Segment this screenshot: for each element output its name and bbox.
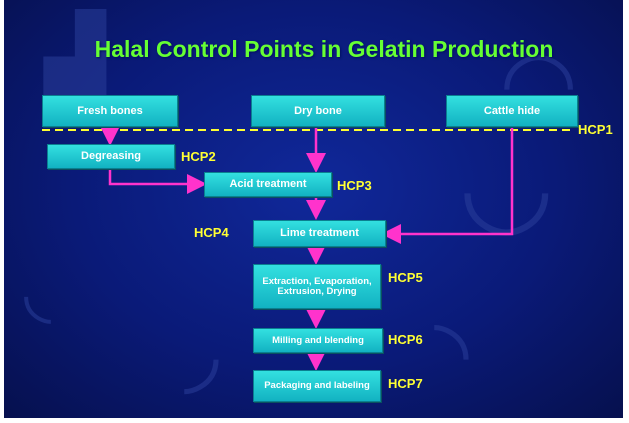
flow-connectors <box>42 126 574 371</box>
cattle-hide-box: Cattle hide <box>446 95 578 127</box>
hcp3-label: HCP3 <box>337 178 372 193</box>
milling-blending-box: Milling and blending <box>253 328 383 353</box>
hcp2-label: HCP2 <box>181 149 216 164</box>
acid-treatment-box: Acid treatment <box>204 172 332 197</box>
arrow-degreasing-to-acid <box>108 167 207 194</box>
arrow-hide-to-lime <box>381 127 514 244</box>
hcp7-label: HCP7 <box>388 376 423 391</box>
fresh-bones-box: Fresh bones <box>42 95 178 127</box>
page-title: Halal Control Points in Gelatin Producti… <box>94 36 554 62</box>
packaging-labeling-box: Packaging and labeling <box>253 370 381 402</box>
dry-bone-box: Dry bone <box>251 95 385 127</box>
hcp4-label: HCP4 <box>194 225 229 240</box>
extraction-box: Extraction, Evaporation, Extrusion, Dryi… <box>253 264 381 309</box>
hcp1-label: HCP1 <box>578 122 613 137</box>
hcp5-label: HCP5 <box>388 270 423 285</box>
slide: ▟ ◠ ◡ ◟ ◞ ◝ ◜ Halal Control Points in Ge… <box>4 0 623 418</box>
lime-treatment-box: Lime treatment <box>253 220 386 247</box>
hcp6-label: HCP6 <box>388 332 423 347</box>
degreasing-box: Degreasing <box>47 144 175 169</box>
